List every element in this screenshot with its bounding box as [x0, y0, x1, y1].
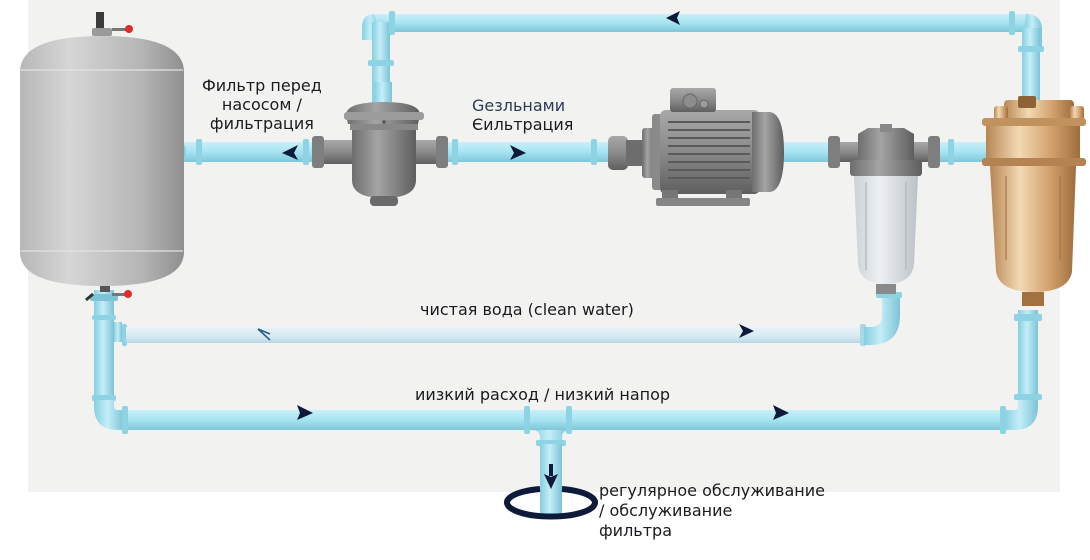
motor-cooling-fins: [668, 121, 750, 179]
motor-icon: [608, 88, 784, 206]
clean-water-pipe: [126, 292, 902, 346]
strainer-filter-icon: [312, 82, 448, 206]
label-line: насосом /: [221, 95, 302, 114]
drain-ring-icon: [504, 486, 598, 520]
label-line: фильтрация: [209, 114, 314, 133]
label-maintenance: регулярное обслуживание / обслуживание ф…: [599, 481, 825, 541]
tank-icon: [20, 12, 184, 302]
arrow-left-outline-icon: [257, 328, 271, 341]
left-vertical-pipe: [90, 290, 127, 430]
arrow-right-icon: [297, 405, 313, 420]
label-filter-before-pump: Фильтр перед насосом / фильтрация: [202, 76, 322, 133]
label-line: Єильтрация: [472, 115, 574, 134]
arrow-right-icon: [739, 324, 754, 338]
label-line: Фильтр перед: [202, 76, 322, 95]
label-no-filter: Gезльнами Єильтрация: [472, 96, 573, 134]
arrow-left-icon: [666, 11, 680, 25]
label-line: / обслуживание: [599, 501, 733, 520]
brass-filter-icon: [982, 96, 1086, 306]
label-line: фильтра: [599, 521, 673, 540]
top-return-pipe: [362, 11, 1044, 112]
flow-arrows: [257, 11, 789, 489]
arrow-right-icon: [773, 405, 789, 420]
label-clean-water: чистая вода (clean water): [420, 300, 634, 319]
label-line: регулярное обслуживание: [599, 481, 825, 500]
arrow-left-icon: [282, 145, 298, 160]
arrow-right-icon: [510, 145, 526, 160]
arrow-down-icon: [544, 474, 558, 489]
clear-filter-icon: [828, 124, 940, 294]
label-low-flow: иизкий расход / низкий напор: [415, 385, 671, 404]
label-line: Gезльнами: [472, 96, 566, 115]
